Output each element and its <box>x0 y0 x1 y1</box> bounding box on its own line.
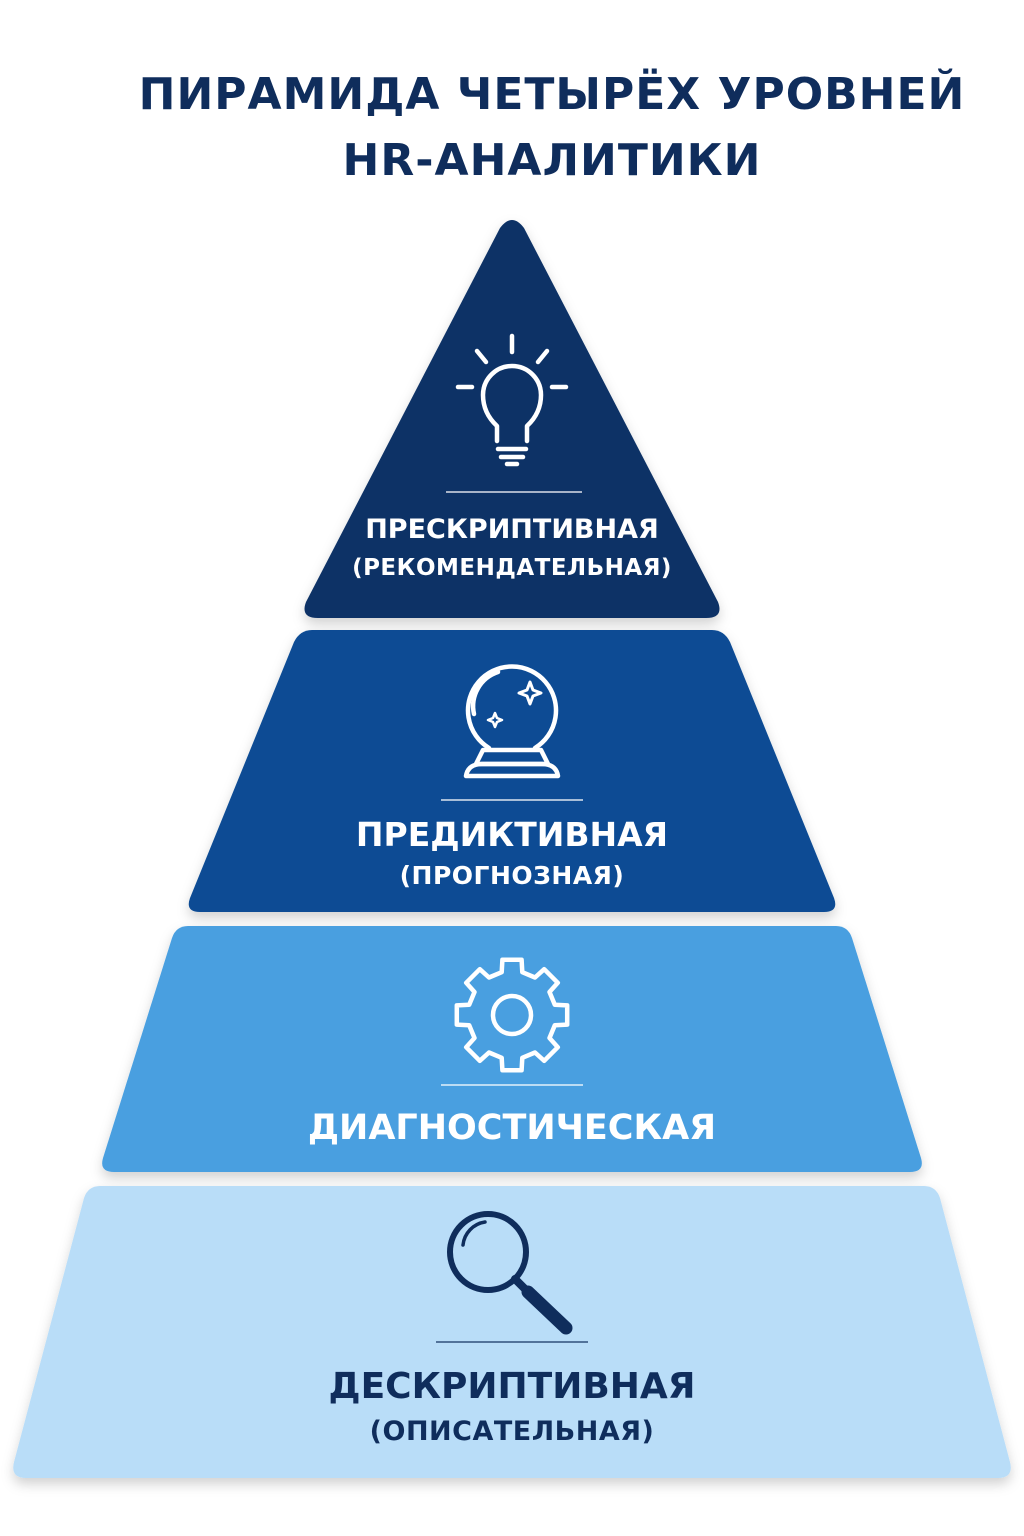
level-diagnostic-title: ДИАГНОСТИЧЕСКАЯ <box>307 1108 717 1148</box>
level-prescriptive <box>304 220 720 618</box>
level-descriptive-label: ДЕСКРИПТИВНАЯ (ОПИСАТЕЛЬНАЯ) <box>0 1362 1024 1452</box>
gear-icon <box>454 957 570 1073</box>
level-predictive-title: ПРЕДИКТИВНАЯ <box>355 815 669 854</box>
level-predictive-label: ПРЕДИКТИВНАЯ (ПРОГНОЗНАЯ) <box>0 813 1024 895</box>
title-line-2: HR-АНАЛИТИКИ <box>342 135 762 186</box>
page-title: ПИРАМИДА ЧЕТЫРЁХ УРОВНЕЙ HR-АНАЛИТИКИ <box>92 62 1012 194</box>
level-prescriptive-subtitle: (РЕКОМЕНДАТЕЛЬНАЯ) <box>352 555 672 581</box>
level-descriptive-shape <box>13 1186 1011 1478</box>
level-diagnostic-label: ДИАГНОСТИЧЕСКАЯ <box>0 1103 1024 1153</box>
level-predictive-shape <box>188 630 836 912</box>
level-prescriptive-title: ПРЕСКРИПТИВНАЯ <box>365 514 659 545</box>
level-prescriptive-shape <box>304 220 720 618</box>
level-descriptive-title: ДЕСКРИПТИВНАЯ <box>328 1366 696 1407</box>
level-predictive <box>188 630 836 912</box>
level-diagnostic-shape <box>102 926 922 1172</box>
magnifier-icon <box>447 1211 573 1335</box>
level-predictive-subtitle: (ПРОГНОЗНАЯ) <box>399 861 625 890</box>
level-prescriptive-label: ПРЕСКРИПТИВНАЯ (РЕКОМЕНДАТЕЛЬНАЯ) <box>0 510 1024 586</box>
level-descriptive-subtitle: (ОПИСАТЕЛЬНАЯ) <box>369 1416 655 1447</box>
lightbulb-icon <box>455 333 569 467</box>
crystal-ball-icon <box>463 664 561 779</box>
title-line-1: ПИРАМИДА ЧЕТЫРЁХ УРОВНЕЙ <box>138 69 966 120</box>
level-diagnostic <box>102 926 922 1172</box>
level-descriptive <box>13 1186 1011 1478</box>
